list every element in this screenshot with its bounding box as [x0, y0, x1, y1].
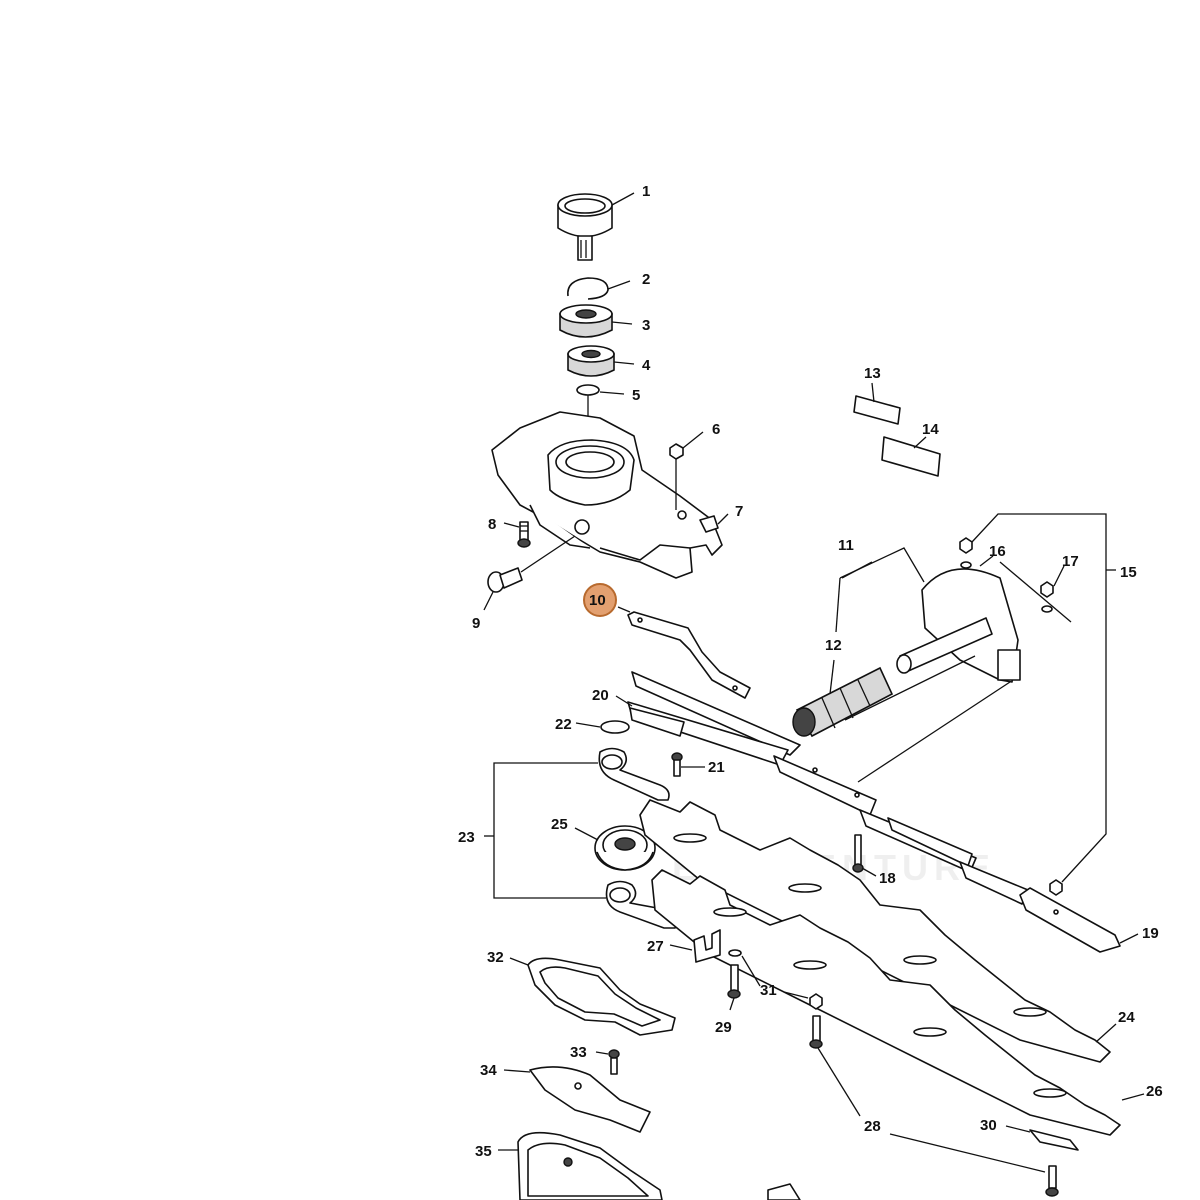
part-3-bearing[interactable]: [559, 304, 613, 338]
callout-33[interactable]: 33: [570, 1044, 587, 1061]
part-22-washer[interactable]: [600, 720, 630, 734]
part-1-clutch-drum[interactable]: [557, 193, 613, 261]
highlight-circle-part-10[interactable]: [583, 583, 617, 617]
callout-1[interactable]: 1: [642, 183, 650, 200]
part-21-screw[interactable]: [671, 752, 683, 777]
callout-31[interactable]: 31: [760, 982, 777, 999]
part-15-nut[interactable]: [1049, 879, 1063, 896]
part-18-screw[interactable]: [852, 834, 864, 873]
callout-20[interactable]: 20: [592, 687, 609, 704]
part-10-connecting-plate[interactable]: [627, 611, 751, 699]
callout-26[interactable]: 26: [1146, 1083, 1163, 1100]
callout-29[interactable]: 29: [715, 1019, 732, 1036]
part-24-upper-blade[interactable]: [639, 799, 1111, 1063]
callout-18[interactable]: 18: [879, 870, 896, 887]
callout-35[interactable]: 35: [475, 1143, 492, 1160]
callout-24[interactable]: 24: [1118, 1009, 1135, 1026]
callout-28[interactable]: 28: [864, 1118, 881, 1135]
callout-23[interactable]: 23: [458, 829, 475, 846]
callout-27[interactable]: 27: [647, 938, 664, 955]
part-2-circlip[interactable]: [567, 277, 609, 300]
part-20-spacer[interactable]: [629, 707, 685, 737]
callout-15[interactable]: 15: [1120, 564, 1137, 581]
callout-21[interactable]: 21: [708, 759, 725, 776]
part-31-nut[interactable]: [809, 993, 823, 1010]
callout-11[interactable]: 11: [838, 537, 854, 554]
callout-12[interactable]: 12: [825, 637, 842, 654]
callout-34[interactable]: 34: [480, 1062, 497, 1079]
gear-housing[interactable]: [491, 411, 723, 579]
callout-19[interactable]: 19: [1142, 925, 1159, 942]
part-8-screw[interactable]: [517, 521, 531, 548]
leader-lines: [483, 192, 1145, 1173]
callout-25[interactable]: 25: [551, 816, 568, 833]
callout-9[interactable]: 9: [472, 615, 480, 632]
part-25-gear[interactable]: [594, 825, 656, 871]
part-14-label-sticker[interactable]: [881, 436, 941, 477]
callout-17[interactable]: 17: [1062, 553, 1079, 570]
part-23-connecting-rod-lower[interactable]: [605, 880, 678, 929]
part-11-12-handle-assembly[interactable]: [792, 568, 1021, 783]
callout-10[interactable]: 10: [589, 592, 606, 609]
part-13-label-sticker[interactable]: [853, 395, 901, 425]
callout-7[interactable]: 7: [735, 503, 743, 520]
part-6-nut[interactable]: [669, 443, 684, 510]
part-30-slider[interactable]: [1029, 1129, 1079, 1151]
callout-13[interactable]: 13: [864, 365, 881, 382]
part-9-bolt[interactable]: [487, 535, 576, 593]
part-33-screw[interactable]: [608, 1049, 620, 1075]
part-28-screw-lower[interactable]: [1045, 1165, 1059, 1197]
callout-32[interactable]: 32: [487, 949, 504, 966]
callout-14[interactable]: 14: [922, 421, 939, 438]
callout-30[interactable]: 30: [980, 1117, 997, 1134]
callout-8[interactable]: 8: [488, 516, 496, 533]
callout-3[interactable]: 3: [642, 317, 650, 334]
callout-labels: 1 2 3 4 5 6 7 8 9 10 11 12 13 14 15 16 1…: [458, 183, 1163, 1160]
callout-6[interactable]: 6: [712, 421, 720, 438]
callout-4[interactable]: 4: [642, 357, 651, 374]
callout-2[interactable]: 2: [642, 271, 650, 288]
part-23-connecting-rod-upper[interactable]: [598, 747, 670, 801]
part-34-plate[interactable]: [529, 1066, 651, 1133]
part-7-clip[interactable]: [699, 515, 719, 533]
part-35-cover[interactable]: [517, 1131, 663, 1200]
part-16-17-nuts-washers[interactable]: [959, 537, 1054, 613]
part-26-lower-blade[interactable]: [651, 869, 1121, 1136]
partial-part-bottom: [767, 1183, 801, 1200]
callout-16[interactable]: 16: [989, 543, 1006, 560]
part-32-gasket[interactable]: [527, 957, 676, 1036]
callout-5[interactable]: 5: [632, 387, 640, 404]
callout-22[interactable]: 22: [555, 716, 572, 733]
part-27-bracket[interactable]: [693, 929, 721, 963]
part-28-screw[interactable]: [809, 1015, 823, 1049]
part-4-bearing[interactable]: [567, 345, 615, 377]
